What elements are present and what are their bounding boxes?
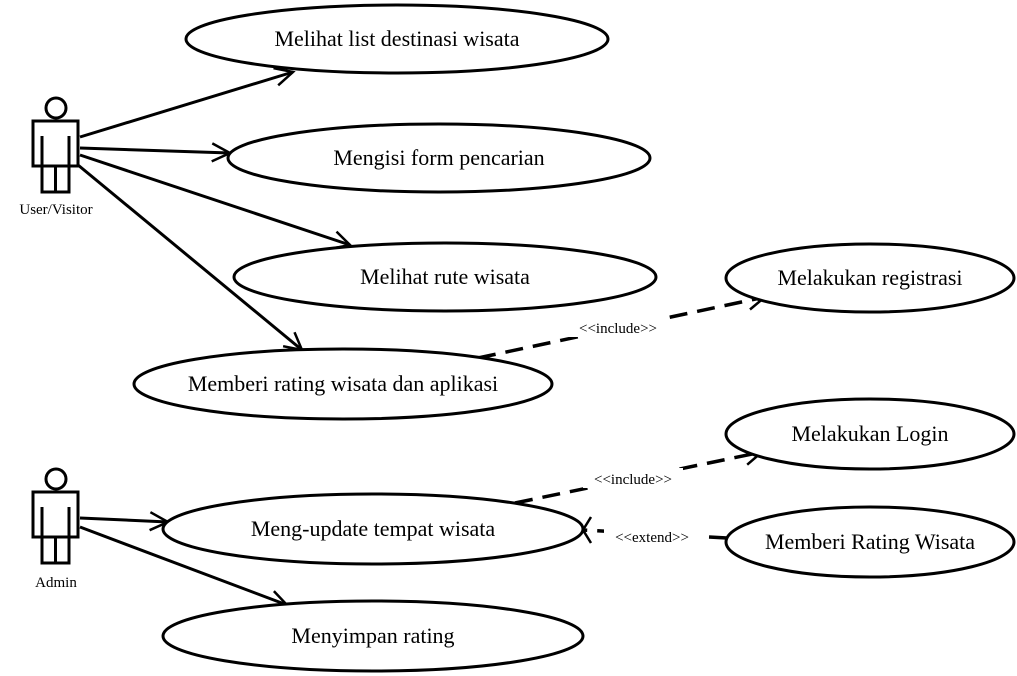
include-label-bg-1 [568,317,668,337]
arrowhead-uc1 [273,66,296,87]
use-case-label: Memberi rating wisata dan aplikasi [188,371,498,396]
actor-admin: Admin [31,467,80,591]
use-case-melakukan-login: Melakukan Login [724,397,1016,471]
assoc-user-uc4 [77,163,303,352]
include-label-login: <<include>> [594,472,672,488]
extend-label: <<extend>> [615,530,689,546]
use-case-melakukan-registrasi: Melakukan registrasi [724,242,1016,314]
assoc-user-uc1 [79,70,294,139]
assoc-admin-uc7 [79,516,169,524]
extend-label-bg [604,526,702,546]
actor-label: Admin [35,575,77,591]
use-case-label: Mengisi form pencarian [333,145,544,170]
include-label-registrasi: <<include>> [579,321,657,337]
use-case-melihat-rute-wisata: Melihat rute wisata [232,241,658,313]
use-case-label: Meng-update tempat wisata [251,516,496,541]
use-case-label: Melihat rute wisata [360,264,530,289]
use-case-label: Melihat list destinasi wisata [274,26,519,51]
use-case-menyimpan-rating: Menyimpan rating [161,599,585,673]
use-case-meng-update-tempat-wisata: Meng-update tempat wisata [161,492,585,566]
include-label-bg-2 [583,468,683,488]
use-case-label: Melakukan registrasi [777,265,962,290]
actor-label: User/Visitor [19,202,92,218]
actor-icon [31,467,80,565]
use-case-mengisi-form-pencarian: Mengisi form pencarian [226,122,652,194]
use-case-melihat-list-destinasi: Melihat list destinasi wisata [184,3,610,75]
actor-icon [31,96,80,194]
assoc-user-uc3 [79,153,351,247]
use-case-memberi-rating-wisata-aplikasi: Memberi rating wisata dan aplikasi [132,347,554,421]
use-case-label: Memberi Rating Wisata [765,529,975,554]
use-case-memberi-rating-wisata: Memberi Rating Wisata [724,505,1016,579]
actor-user-visitor: User/Visitor [19,96,93,218]
use-case-label: Menyimpan rating [291,623,454,648]
assoc-user-uc2 [79,146,231,155]
use-case-label: Melakukan Login [791,421,948,446]
assoc-admin-uc9 [79,525,288,607]
